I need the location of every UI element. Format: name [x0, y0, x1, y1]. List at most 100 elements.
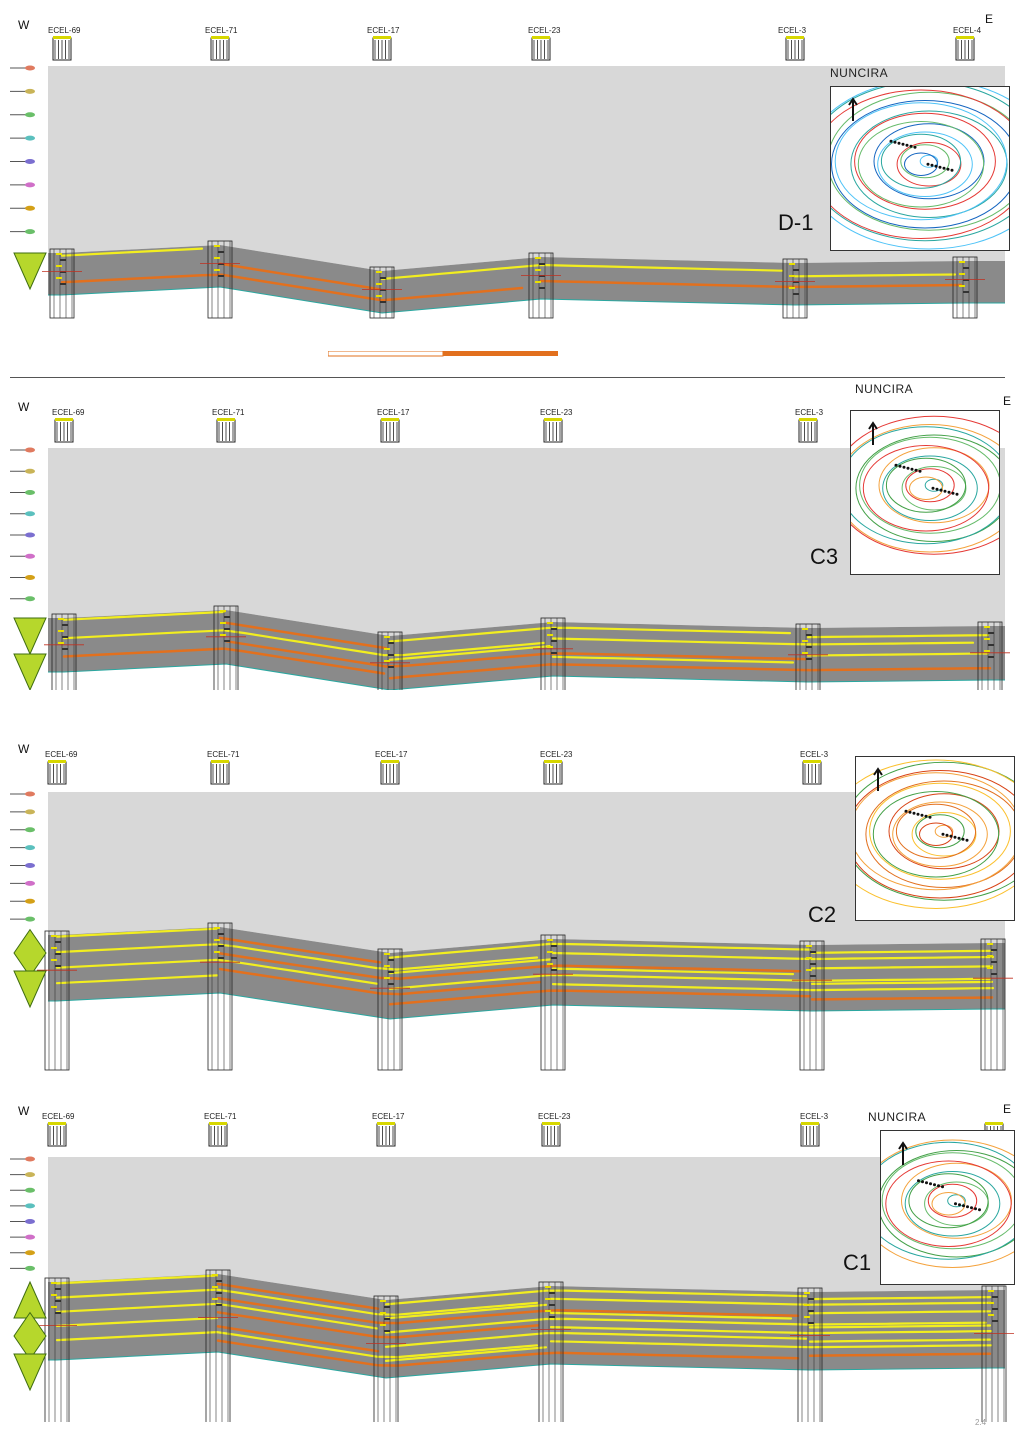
isopach-inset-map: [855, 756, 1015, 921]
scale-bar: [327, 344, 558, 357]
orange-sand-body: [539, 279, 963, 289]
well-name-label: ECEL-71: [212, 408, 245, 417]
well-dot: [901, 142, 905, 146]
yellow-sand-body: [55, 1316, 219, 1327]
well-dot: [893, 140, 897, 144]
horizon-marker: [25, 1203, 35, 1209]
well-log: [521, 36, 561, 319]
page-number: 2.4: [975, 1418, 987, 1427]
contour-line: [872, 791, 1000, 878]
well-name-label: ECEL-3: [800, 750, 829, 759]
horizon-marker: [25, 65, 35, 71]
contour-line: [869, 782, 1011, 880]
well-log: [790, 1122, 830, 1422]
well-dot: [918, 469, 922, 473]
well-name-label: ECEL-23: [540, 408, 573, 417]
yellow-sand-body: [388, 958, 552, 975]
yellow-sand-body: [549, 1326, 993, 1335]
yellow-sand-body: [384, 1289, 808, 1306]
yellow-sand-body: [806, 634, 990, 639]
horizon-marker: [25, 791, 35, 797]
overburden-layer: [48, 448, 1005, 636]
orange-sand-body: [808, 1352, 992, 1358]
horizon-marker: [25, 845, 35, 851]
section-canvas: [10, 1122, 1014, 1422]
yellow-sand-body: [551, 951, 995, 961]
contour-line: [901, 466, 967, 511]
stage-label: D-1: [778, 210, 814, 235]
well-dot: [906, 466, 910, 470]
contour-line: [905, 468, 955, 503]
well-name-label: ECEL-3: [800, 1112, 829, 1121]
well-name-label: ECEL-17: [377, 408, 410, 417]
horizon-marker: [25, 468, 35, 474]
yellow-sand-body: [793, 273, 957, 278]
overburden-layer: [48, 66, 1005, 271]
yellow-sand-body: [551, 983, 995, 992]
contour-line: [882, 455, 978, 521]
well-dot: [913, 145, 917, 149]
horizon-marker: [25, 511, 35, 517]
well-log: [200, 36, 240, 319]
horizon-marker: [25, 1156, 35, 1162]
well-dot: [970, 1206, 973, 1210]
orange-sand-body: [218, 967, 542, 996]
contour-line: [831, 87, 1009, 242]
contour-line: [831, 87, 1009, 250]
well-log: [370, 760, 410, 1071]
yellow-sand-body: [55, 974, 219, 985]
horizon-marker: [25, 205, 35, 211]
well-dot: [916, 812, 920, 816]
contour-line: [924, 478, 944, 492]
well-dot: [978, 1208, 981, 1212]
region-label: NUNCIRA: [855, 382, 914, 396]
contour-line: [947, 1194, 966, 1208]
well-dot: [966, 1205, 969, 1209]
orange-sand-body: [388, 663, 992, 680]
west-label: W: [18, 400, 30, 414]
down-arrow-icon: [13, 653, 47, 690]
yellow-sand-body: [551, 967, 795, 976]
yellow-sand-body: [55, 943, 539, 971]
section-canvas: [10, 760, 1013, 1071]
well-dot: [933, 1183, 936, 1187]
yellow-sand-body: [55, 958, 379, 985]
well-name-label: ECEL-17: [372, 1112, 405, 1121]
orange-sand-body: [218, 936, 382, 964]
horizon-marker: [25, 898, 35, 904]
yellow-sand-body: [808, 1338, 992, 1343]
well-log: [533, 418, 573, 690]
well-dot: [904, 809, 908, 813]
yellow-sand-body: [551, 637, 975, 646]
north-arrow-icon: [873, 767, 883, 791]
overburden-layer: [48, 1157, 1005, 1300]
orange-sand-body: [60, 273, 524, 302]
horizon-marker: [25, 916, 35, 922]
isopach-inset-map: [880, 1130, 1015, 1285]
well-name-label: ECEL-3: [795, 408, 824, 417]
well-dot: [924, 814, 928, 818]
orange-sand-body: [216, 1339, 800, 1367]
north-arrow-icon: [898, 1141, 908, 1165]
well-dot: [962, 1204, 965, 1208]
well-dot: [925, 1181, 928, 1185]
horizon-marker: [25, 490, 35, 495]
horizon-marker: [25, 863, 35, 868]
contour-line: [834, 102, 1008, 221]
yellow-sand-body: [384, 1317, 988, 1334]
contour-line: [881, 1152, 1014, 1250]
well-dot: [914, 468, 918, 472]
section-canvas: [10, 36, 1005, 319]
horizon-marker: [25, 159, 35, 164]
well-dot: [917, 1179, 920, 1183]
overburden-layer: [48, 792, 1005, 953]
horizon-marker: [25, 1219, 35, 1224]
horizon-marker: [25, 135, 35, 141]
well-dot: [939, 488, 943, 492]
base-marker-line: [48, 992, 1005, 1020]
yellow-sand-body: [388, 645, 552, 661]
well-dot: [941, 832, 945, 836]
horizon-marker: [25, 553, 35, 559]
base-marker-line: [48, 663, 1005, 690]
well-log: [792, 760, 832, 1071]
